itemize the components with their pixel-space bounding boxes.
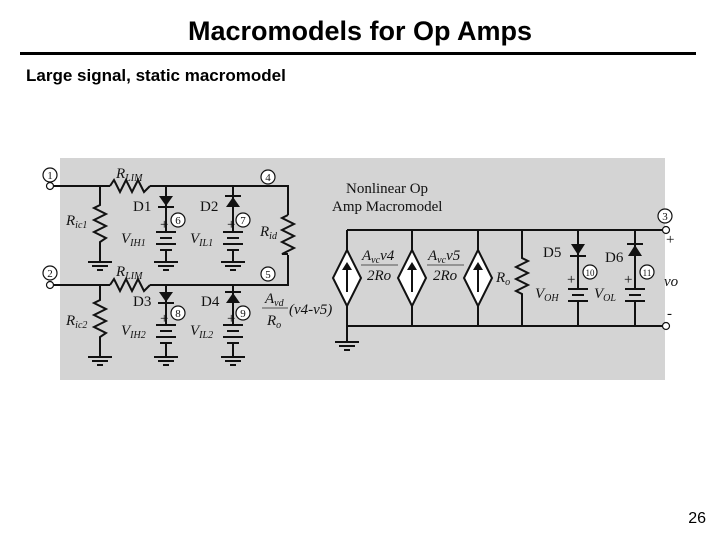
avc-v5-denominator: 2Ro <box>433 268 458 284</box>
ric1-resistor <box>88 186 112 271</box>
node-6: 6 <box>175 215 181 227</box>
plus-sign: + <box>624 272 632 288</box>
rlim2-label: RLIM <box>115 264 143 282</box>
d5-label: D5 <box>543 245 561 261</box>
page-number: 26 <box>688 510 706 527</box>
avc-v4-denominator: 2Ro <box>367 268 392 284</box>
rlim1-resistor <box>109 177 151 195</box>
ric2-label: Ric2 <box>65 313 87 331</box>
output-terminal-minus <box>661 321 671 331</box>
node-4: 4 <box>265 172 271 184</box>
d4-diode <box>226 293 240 303</box>
vil1-label: VIL1 <box>190 231 213 249</box>
avc-v5-numerator: Avcv5 <box>427 248 461 266</box>
d1-diode <box>159 196 173 206</box>
node-3: 3 <box>662 211 668 223</box>
output-minus-sign: - <box>667 306 672 322</box>
node-8: 8 <box>175 308 181 320</box>
vol-label: VOL <box>594 286 616 304</box>
avd-numerator: Avd <box>264 291 285 309</box>
node-7: 7 <box>240 215 246 227</box>
node-10: 10 <box>586 268 596 278</box>
node-2: 2 <box>47 268 53 280</box>
output-plus-sign: + <box>666 232 674 248</box>
diagram-caption-line2: Amp Macromodel <box>332 199 442 215</box>
vil2-label: VIL2 <box>190 323 213 341</box>
component-labels: RLIM RLIM Ric1 Ric2 Rid Ro D1 D2 D3 D4 D… <box>65 166 679 341</box>
ro-resistor <box>513 230 531 326</box>
slide-title: Macromodels for Op Amps <box>187 16 533 46</box>
input-terminal-2 <box>45 280 55 290</box>
input-terminal-1 <box>45 181 55 191</box>
output-terminal-plus <box>661 225 671 235</box>
node-1: 1 <box>47 170 53 182</box>
slide-subtitle: Large signal, static macromodel <box>26 66 286 85</box>
output-stage <box>331 225 671 351</box>
plus-sign: + <box>227 217 235 233</box>
d1-label: D1 <box>133 199 151 215</box>
rid-label: Rid <box>259 224 278 242</box>
plus-sign: + <box>160 217 168 233</box>
ric1-label: Ric1 <box>65 213 87 231</box>
d6-diode <box>628 245 642 256</box>
node-labels: 1 2 3 4 5 6 7 8 9 10 11 <box>42 167 673 321</box>
diagram-caption-line1: Nonlinear Op <box>346 181 428 197</box>
dependent-current-source-avc-v4 <box>396 230 428 326</box>
input-network <box>45 177 297 366</box>
d3-label: D3 <box>133 294 151 310</box>
node-5: 5 <box>265 269 271 281</box>
title-divider <box>20 52 696 55</box>
plus-sign: + <box>227 311 235 327</box>
vih2-label: VIH2 <box>121 323 146 341</box>
d3-diode <box>159 292 173 302</box>
rid-resistor <box>279 214 297 255</box>
ric2-resistor <box>88 285 112 366</box>
dependent-current-source-avd <box>331 230 363 326</box>
d5-diode <box>571 244 585 255</box>
dependent-current-source-avc-v5 <box>462 230 494 326</box>
avd-denominator: Ro <box>266 313 281 331</box>
node-9: 9 <box>240 308 246 320</box>
d4-label: D4 <box>201 294 220 310</box>
avd-expression: (v4-v5) <box>289 302 332 318</box>
rlim2-resistor <box>109 276 151 294</box>
d2-diode <box>226 197 240 207</box>
plus-sign: + <box>567 272 575 288</box>
node-11: 11 <box>643 268 652 278</box>
avc-v4-numerator: Avcv4 <box>361 248 395 266</box>
d6-label: D6 <box>605 250 624 266</box>
ro-label: Ro <box>495 270 510 288</box>
d2-label: D2 <box>200 199 218 215</box>
vo-label: vo <box>664 274 679 290</box>
plus-sign: + <box>160 311 168 327</box>
rlim1-label: RLIM <box>115 166 143 184</box>
voh-label: VOH <box>535 286 559 304</box>
vih1-label: VIH1 <box>121 231 146 249</box>
